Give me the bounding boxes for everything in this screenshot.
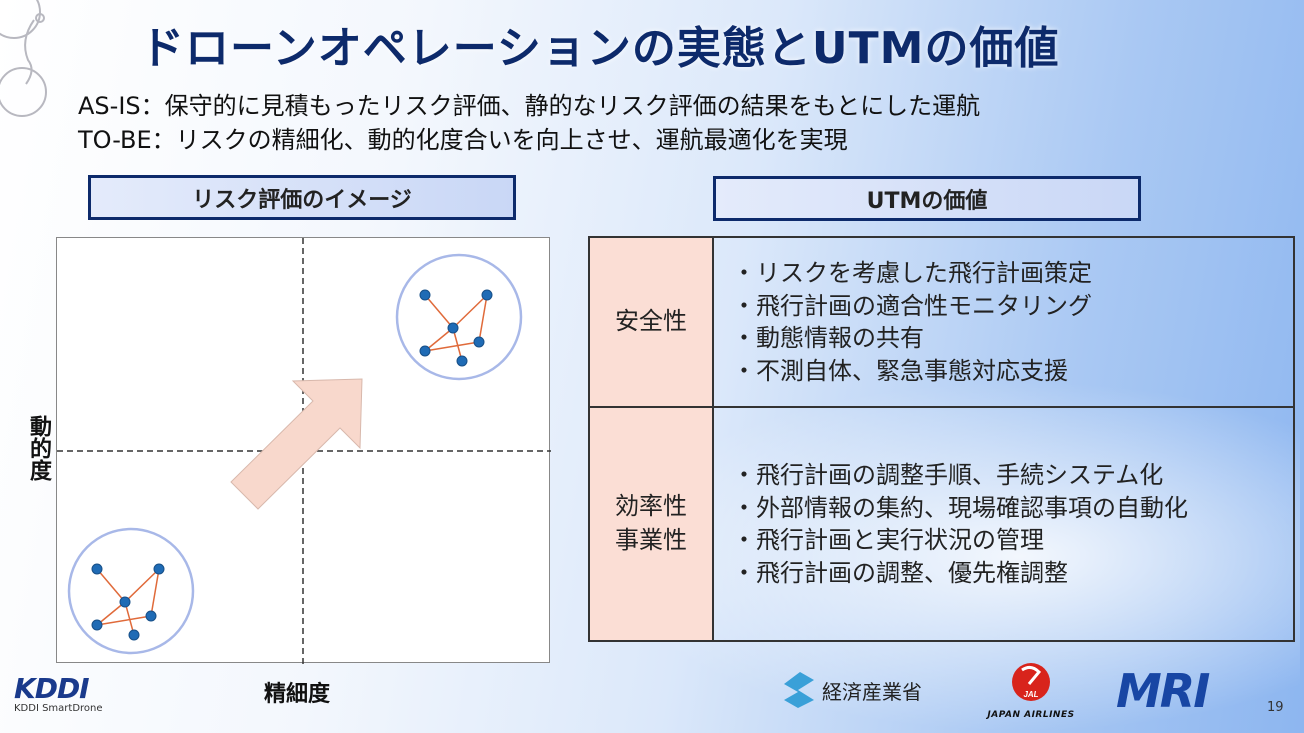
page-title: ドローンオペレーションの実態とUTMの価値 <box>140 23 1060 74</box>
category-line: 事業性 <box>615 526 687 554</box>
cluster-top-right <box>395 253 523 381</box>
as-is-text: AS-IS：保守的に見積もったリスク評価、静的なリスク評価の結果をもとにした運航 <box>78 92 981 120</box>
x-axis-label: 精細度 <box>264 682 331 707</box>
jal-crane-icon: JAL <box>1012 663 1050 701</box>
page-number: 19 <box>1267 700 1284 715</box>
category-line: 効率性 <box>615 492 687 521</box>
meti-logo: 経済産業省 <box>780 670 922 710</box>
meti-mark-icon <box>784 672 814 708</box>
utm-value-header: UTMの価値 <box>713 176 1141 221</box>
kddi-wordmark: KDDI <box>14 672 90 705</box>
list-item: 飛行計画の調整手順、手続システム化 <box>732 459 1293 492</box>
kddi-logo: KDDI KDDI SmartDrone <box>14 672 103 714</box>
jal-wordmark: JAPAN AIRLINES <box>987 710 1075 720</box>
safety-items: リスクを考慮した飛行計画策定 飛行計画の適合性モニタリング 動態情報の共有 不測… <box>714 238 1293 408</box>
cluster-bottom-left <box>67 527 195 655</box>
kddi-subtitle: KDDI SmartDrone <box>14 703 103 714</box>
list-item: 飛行計画と実行状況の管理 <box>732 524 1293 557</box>
risk-quadrant-chart <box>56 237 551 664</box>
growth-arrow-icon <box>230 378 363 510</box>
category-efficiency: 効率性 事業性 <box>590 408 714 640</box>
y-axis-label: 動的度 <box>26 415 51 481</box>
list-item: 飛行計画の適合性モニタリング <box>732 290 1293 323</box>
mri-logo: MRI <box>1116 664 1210 718</box>
jal-logo: JAL JAPAN AIRLINES <box>966 660 1096 720</box>
risk-image-header: リスク評価のイメージ <box>88 175 516 220</box>
to-be-text: TO-BE：リスクの精細化、動的化度合いを向上させ、運航最適化を実現 <box>78 126 848 154</box>
list-item: リスクを考慮した飛行計画策定 <box>732 257 1293 290</box>
category-safety: 安全性 <box>590 238 714 408</box>
list-item: 動態情報の共有 <box>732 322 1293 355</box>
meti-label: 経済産業省 <box>822 679 922 704</box>
utm-value-table: 安全性 リスクを考慮した飛行計画策定 飛行計画の適合性モニタリング 動態情報の共… <box>588 236 1295 642</box>
list-item: 不測自体、緊急事態対応支援 <box>732 355 1293 388</box>
drone-outline-icon <box>0 0 47 117</box>
efficiency-items: 飛行計画の調整手順、手続システム化 外部情報の集約、現場確認事項の自動化 飛行計… <box>714 408 1293 640</box>
svg-text:JAL: JAL <box>1023 690 1038 699</box>
list-item: 外部情報の集約、現場確認事項の自動化 <box>732 492 1293 525</box>
list-item: 飛行計画の調整、優先権調整 <box>732 557 1293 590</box>
